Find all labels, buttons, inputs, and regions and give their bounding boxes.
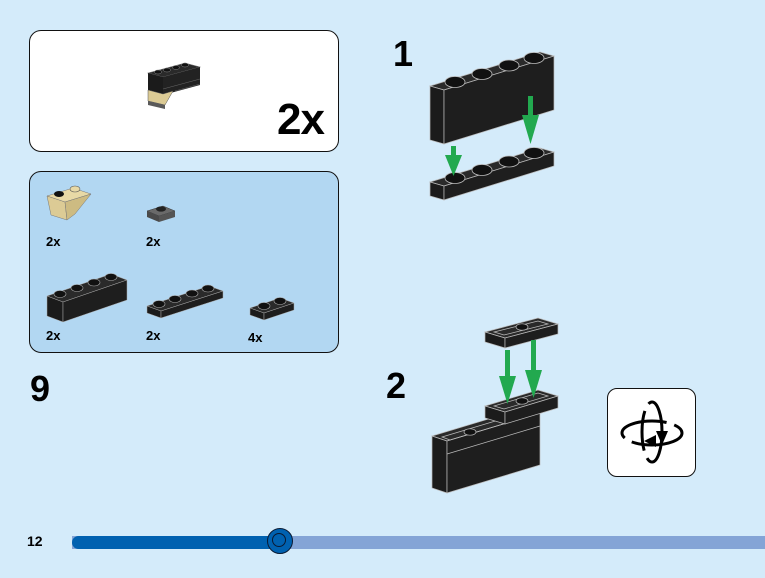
step-1-illustration bbox=[428, 51, 556, 201]
parts-list-panel: 2x 2x 2x 2x 4x bbox=[29, 171, 339, 353]
step-2-illustration bbox=[430, 317, 560, 494]
part-black-brick-1x4 bbox=[46, 273, 128, 323]
part-dark-gray-plate-1x1 bbox=[146, 205, 176, 222]
sub-step-number: 9 bbox=[30, 368, 51, 409]
rotate-model-callout bbox=[607, 388, 696, 477]
step-number: 1 bbox=[393, 33, 414, 74]
part-black-plate-1x2 bbox=[249, 297, 295, 321]
progress-knob bbox=[267, 528, 293, 554]
part-quantity: 4x bbox=[248, 330, 263, 345]
part-quantity: 2x bbox=[46, 328, 61, 343]
part-tan-inverted-slope bbox=[46, 185, 92, 221]
green-arrow-icon bbox=[499, 340, 542, 404]
submodel-illustration bbox=[146, 62, 202, 109]
green-arrow-icon bbox=[445, 96, 539, 176]
part-black-plate-1x4 bbox=[146, 284, 224, 319]
progress-fill bbox=[72, 536, 280, 549]
submodel-callout: 2x bbox=[29, 30, 339, 152]
rotate-model-icon bbox=[620, 400, 684, 464]
part-quantity: 2x bbox=[46, 234, 61, 249]
step-number: 2 bbox=[386, 365, 407, 406]
callout-quantity: 2x bbox=[277, 95, 325, 144]
part-quantity: 2x bbox=[146, 234, 161, 249]
part-quantity: 2x bbox=[146, 328, 161, 343]
page-number: 12 bbox=[27, 533, 43, 549]
